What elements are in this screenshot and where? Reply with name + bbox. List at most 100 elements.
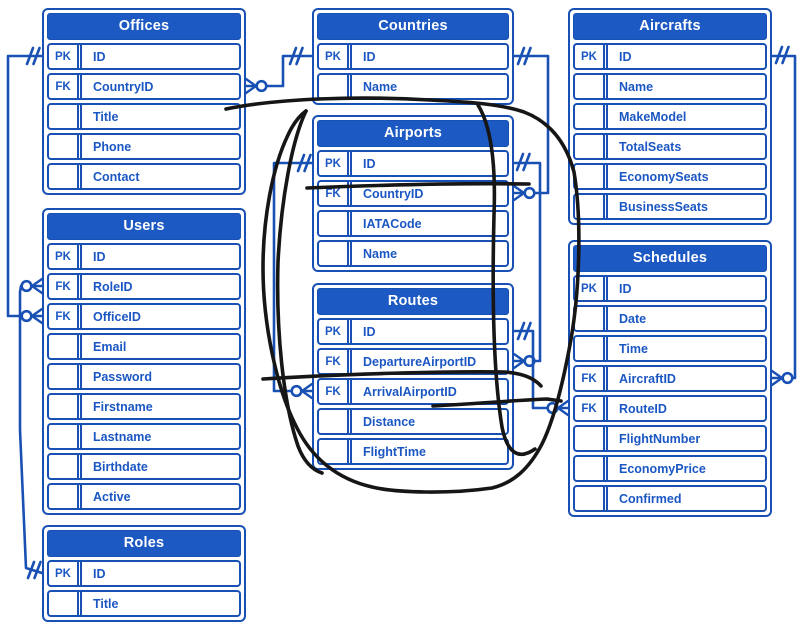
row-field-label: OfficeID bbox=[93, 309, 141, 324]
table-row-roles-title[interactable]: Title bbox=[47, 590, 241, 617]
table-row-aircrafts-totalseats[interactable]: TotalSeats bbox=[573, 133, 767, 160]
crow-foot bbox=[770, 369, 784, 380]
relationship-line bbox=[6, 54, 44, 318]
row-field-label: Title bbox=[93, 109, 119, 124]
row-key-badge bbox=[49, 394, 82, 419]
row-key-badge: PK bbox=[575, 276, 608, 301]
crow-foot bbox=[512, 191, 526, 202]
row-key-badge bbox=[575, 456, 608, 481]
row-field-label: MakeModel bbox=[619, 109, 687, 124]
table-header-offices[interactable]: Offices bbox=[47, 13, 241, 40]
table-row-schedules-date[interactable]: Date bbox=[573, 305, 767, 332]
cardinality-zero-circle bbox=[290, 384, 303, 398]
row-field-label: Lastname bbox=[93, 429, 152, 444]
row-field-label: FlightNumber bbox=[619, 431, 701, 446]
row-key-badge bbox=[319, 241, 352, 266]
table-row-aircrafts-businessseats[interactable]: BusinessSeats bbox=[573, 193, 767, 220]
row-field-label: Confirmed bbox=[619, 491, 682, 506]
table-row-users-firstname[interactable]: Firstname bbox=[47, 393, 241, 420]
row-field-label: CountryID bbox=[363, 186, 424, 201]
crow-foot bbox=[30, 277, 44, 288]
table-row-schedules-flightnumber[interactable]: FlightNumber bbox=[573, 425, 767, 452]
table-row-offices-contact[interactable]: Contact bbox=[47, 163, 241, 190]
table-row-schedules-economyprice[interactable]: EconomyPrice bbox=[573, 455, 767, 482]
row-field-label: Distance bbox=[363, 414, 416, 429]
row-key-badge bbox=[575, 486, 608, 511]
table-header-routes[interactable]: Routes bbox=[317, 288, 509, 315]
table-row-users-birthdate[interactable]: Birthdate bbox=[47, 453, 241, 480]
table-header-countries[interactable]: Countries bbox=[317, 13, 509, 40]
crow-foot bbox=[556, 406, 570, 417]
table-row-schedules-confirmed[interactable]: Confirmed bbox=[573, 485, 767, 512]
row-key-badge: FK bbox=[319, 181, 352, 206]
table-row-airports-name[interactable]: Name bbox=[317, 240, 509, 267]
table-row-aircrafts-economyseats[interactable]: EconomySeats bbox=[573, 163, 767, 190]
row-key-badge: FK bbox=[575, 366, 608, 391]
row-field-label: Name bbox=[363, 246, 398, 261]
crow-foot bbox=[30, 307, 44, 318]
row-key-badge bbox=[575, 306, 608, 331]
relationship-line bbox=[770, 54, 797, 380]
table-row-airports-countryid[interactable]: FK CountryID bbox=[317, 180, 509, 207]
row-key-badge bbox=[575, 164, 608, 189]
table-row-users-lastname[interactable]: Lastname bbox=[47, 423, 241, 450]
relationship-line bbox=[18, 284, 44, 575]
cardinality-zero-circle bbox=[523, 186, 536, 200]
row-key-badge bbox=[49, 164, 82, 189]
relationship-line bbox=[512, 329, 549, 410]
row-field-label: ArrivalAirportID bbox=[363, 384, 457, 399]
table-row-users-active[interactable]: Active bbox=[47, 483, 241, 510]
table-row-users-password[interactable]: Password bbox=[47, 363, 241, 390]
crow-foot bbox=[30, 284, 44, 295]
crow-foot bbox=[556, 399, 570, 410]
table-row-routes-arrivalairportid[interactable]: FK ArrivalAirportID bbox=[317, 378, 509, 405]
table-row-routes-flighttime[interactable]: FlightTime bbox=[317, 438, 509, 465]
relationship-line bbox=[272, 161, 314, 393]
table-header-airports[interactable]: Airports bbox=[317, 120, 509, 147]
table-row-routes-distance[interactable]: Distance bbox=[317, 408, 509, 435]
row-key-badge: FK bbox=[49, 274, 82, 299]
table-row-countries-name[interactable]: Name bbox=[317, 73, 509, 100]
row-field-label: Active bbox=[93, 489, 131, 504]
relationship-line bbox=[512, 54, 550, 195]
row-key-badge: FK bbox=[319, 379, 352, 404]
table-row-offices-phone[interactable]: Phone bbox=[47, 133, 241, 160]
table-row-airports-iatacode[interactable]: IATACode bbox=[317, 210, 509, 237]
table-row-users-email[interactable]: Email bbox=[47, 333, 241, 360]
table-row-offices-title[interactable]: Title bbox=[47, 103, 241, 130]
row-key-badge bbox=[319, 439, 352, 464]
row-key-badge bbox=[575, 104, 608, 129]
table-header-aircrafts[interactable]: Aircrafts bbox=[573, 13, 767, 40]
row-field-label: EconomySeats bbox=[619, 169, 709, 184]
row-field-label: DepartureAirportID bbox=[363, 354, 477, 369]
table-header-schedules[interactable]: Schedules bbox=[573, 245, 767, 272]
table-row-aircrafts-makemodel[interactable]: MakeModel bbox=[573, 103, 767, 130]
table-header-roles[interactable]: Roles bbox=[47, 530, 241, 557]
table-row-schedules-time[interactable]: Time bbox=[573, 335, 767, 362]
table-header-users[interactable]: Users bbox=[47, 213, 241, 240]
row-field-label: Name bbox=[363, 79, 398, 94]
table-row-aircrafts-name[interactable]: Name bbox=[573, 73, 767, 100]
